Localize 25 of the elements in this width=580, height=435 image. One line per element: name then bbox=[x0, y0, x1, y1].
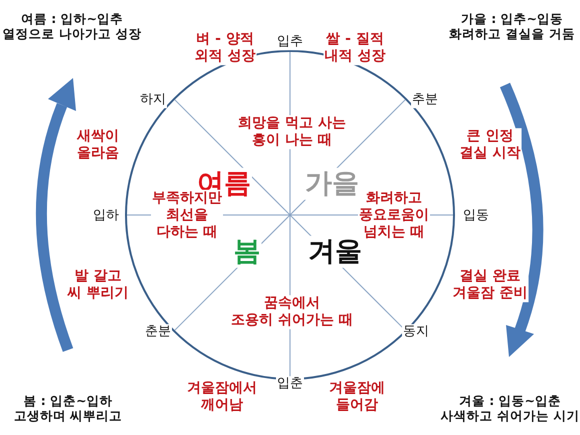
note-text: 결실 완료 겨울잠 준비 bbox=[452, 268, 528, 302]
solar-term-label: 동지 bbox=[402, 324, 430, 340]
season-name: 가을 bbox=[304, 168, 360, 200]
note-text: 벼 - 양적 외적 성장 bbox=[194, 31, 256, 65]
note-text: 겨울잠에서 깨어남 bbox=[186, 380, 258, 414]
note-text: 새싹이 올라옴 bbox=[76, 128, 120, 162]
solar-term-label: 춘분 bbox=[144, 324, 172, 340]
phrase-text: 꿈속에서 조용히 쉬어가는 때 bbox=[230, 295, 354, 329]
season-heading: 겨울 : 입동~입춘 사색하고 쉬어가는 시기 bbox=[440, 393, 580, 423]
note-text: 겨울잠에 들어감 bbox=[328, 380, 386, 414]
season-name: 겨울 bbox=[307, 236, 363, 268]
season-heading: 가을 : 입추~입동 화려하고 결실을 거둠 bbox=[448, 11, 576, 41]
phrase-text: 화려하고 풍요로움이 넘치는 때 bbox=[358, 190, 430, 240]
season-heading: 여름 : 입하~입추 열정으로 나아가고 성장 bbox=[2, 11, 142, 41]
solar-term-label: 추분 bbox=[411, 92, 439, 108]
note-text: 쌀 - 질적 내적 성장 bbox=[324, 31, 386, 65]
note-text: 발 갈고 씨 뿌리기 bbox=[66, 268, 130, 302]
solar-term-label: 입하 bbox=[92, 208, 120, 224]
solar-term-label: 입추 bbox=[276, 34, 304, 50]
solar-term-label: 하지 bbox=[139, 92, 167, 108]
phrase-text: 희망을 먹고 사는 흥이 나는 때 bbox=[237, 115, 347, 149]
solar-term-label: 입동 bbox=[462, 208, 490, 224]
solar-term-label: 입춘 bbox=[276, 376, 304, 392]
note-text: 큰 인정 결실 시작 bbox=[458, 128, 522, 162]
season-heading: 봄 : 입춘~입하 고생하며 씨뿌리고 bbox=[12, 393, 124, 423]
